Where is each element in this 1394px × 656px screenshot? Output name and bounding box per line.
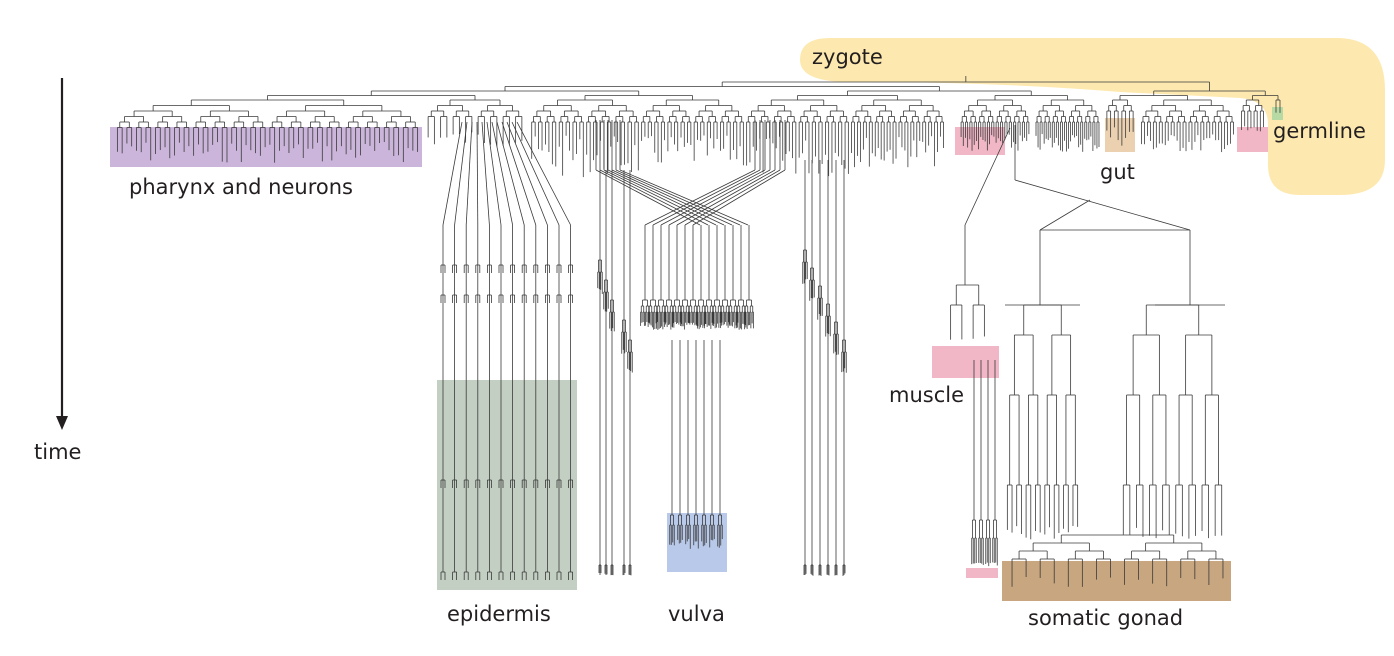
lineage-branch <box>611 169 733 226</box>
lineage-branch <box>442 121 463 226</box>
arrow-down-icon <box>56 416 68 430</box>
gut-highlight <box>1105 118 1135 152</box>
epidermis-label: epidermis <box>447 602 551 626</box>
lineage-branches <box>116 76 1281 587</box>
lineage-branch <box>603 169 717 226</box>
pharynx-neurons-highlight <box>110 127 422 167</box>
zygote-label: zygote <box>812 45 883 69</box>
lineage-branch <box>652 169 761 226</box>
germline-highlight <box>1272 107 1283 120</box>
muscle-highlight <box>955 127 1005 155</box>
muscle-highlight <box>932 346 999 378</box>
muscle-label: muscle <box>889 383 965 407</box>
lineage-branch <box>465 121 473 226</box>
lineage-branch <box>1014 179 1191 231</box>
muscle-highlight <box>1237 127 1268 152</box>
gut-label: gut <box>1100 160 1135 184</box>
vulva-highlight <box>667 513 727 572</box>
lineage-branch <box>501 121 537 226</box>
lineage-branch <box>506 121 548 226</box>
lineage-branch <box>619 169 749 226</box>
lineage-branch <box>660 169 766 226</box>
lineage-branch <box>496 121 525 226</box>
lineage-branch <box>516 121 571 226</box>
vulva-label: vulva <box>668 602 725 626</box>
pharynx-neurons-label: pharynx and neurons <box>129 175 353 199</box>
germline-label: germline <box>1273 119 1366 143</box>
time-arrow <box>56 78 68 430</box>
lineage-branch <box>607 169 725 226</box>
lineage-branch <box>454 121 468 226</box>
time-label: time <box>34 440 82 464</box>
somatic-gonad-highlight <box>1002 561 1231 601</box>
lineage-branch <box>481 121 490 226</box>
lineage-branch <box>644 169 756 226</box>
lineage-branch <box>668 169 771 226</box>
muscle-highlight <box>966 568 998 578</box>
lineage-branch <box>511 121 560 226</box>
lineage-branch <box>491 121 513 226</box>
somatic-gonad-label: somatic gonad <box>1028 606 1184 630</box>
lineage-branch <box>964 127 1011 226</box>
epidermis-highlight <box>437 380 577 590</box>
lineage-branch <box>615 169 741 226</box>
lineage-branch <box>599 169 709 226</box>
lineage-branch <box>595 169 701 226</box>
lineage-branch <box>476 121 479 226</box>
lineage-branch <box>692 169 786 226</box>
lineage-branch <box>676 169 776 226</box>
lineage-branch <box>1039 199 1091 231</box>
lineage-branch <box>486 121 502 226</box>
zygote-highlight <box>800 38 1385 195</box>
lineage-branch <box>684 169 781 226</box>
